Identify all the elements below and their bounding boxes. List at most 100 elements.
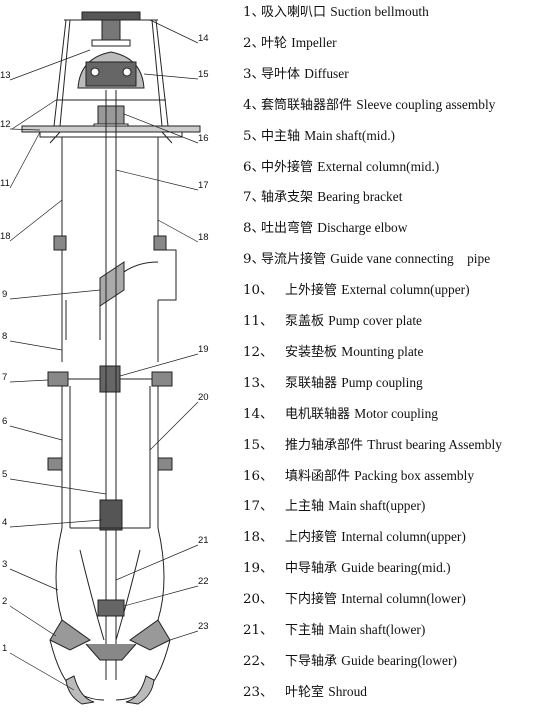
callout-7: 7 — [2, 372, 7, 383]
legend-english-name: Bearing bracket — [317, 189, 403, 205]
legend-item: 23、叶轮室 Shroud — [243, 684, 367, 701]
legend-english-name: Shroud — [328, 683, 367, 699]
legend-chinese-name: 叶轮 — [261, 35, 288, 51]
legend-chinese-name: 下内接管 — [285, 592, 338, 608]
legend-item: 4、套筒联轴器部件 Sleeve coupling assembly — [243, 97, 495, 114]
legend-english-name: Thrust bearing Assembly — [367, 436, 502, 452]
legend-number: 9、 — [243, 252, 265, 268]
legend-chinese-name: 泵联轴器 — [285, 375, 338, 391]
callout-18-left: 18 — [0, 231, 11, 242]
legend-item: 18、上内接管 Internal column(upper) — [243, 529, 466, 546]
callout-1: 1 — [2, 643, 7, 654]
legend-item: 17、上主轴 Main shaft(upper) — [243, 498, 425, 515]
legend-chinese-name: 轴承支架 — [261, 190, 314, 206]
legend-chinese-name: 填料函部件 — [285, 468, 351, 484]
legend-english-name: Pump cover plate — [328, 313, 422, 328]
legend-item: 8、吐出弯管 Discharge elbow — [243, 220, 407, 237]
legend-item: 6、中外接管 External column(mid.) — [243, 159, 439, 176]
legend-item: 14、电机联轴器 Motor coupling — [243, 406, 438, 423]
callout-2: 2 — [2, 596, 7, 607]
legend-english-name: Internal column(upper) — [341, 529, 466, 545]
legend-item: 12、安装垫板 Mounting plate — [243, 344, 423, 361]
legend-item: 19、中导轴承 Guide bearing(mid.) — [243, 560, 451, 577]
legend-number: 11、 — [243, 314, 274, 329]
callout-16: 16 — [198, 133, 209, 144]
legend-item: 1、吸入喇叭口 Suction bellmouth — [243, 4, 429, 21]
legend-english-name: Packing box assembly — [354, 467, 475, 483]
legend-number: 3、 — [243, 66, 265, 82]
legend-number: 18、 — [243, 530, 274, 546]
legend-item: 7、轴承支架 Bearing bracket — [243, 189, 402, 206]
callout-19: 19 — [198, 344, 209, 355]
legend-item: 5、中主轴 Main shaft(mid.) — [243, 128, 395, 145]
legend-number: 2、 — [243, 35, 265, 51]
legend-item: 13、泵联轴器 Pump coupling — [243, 375, 423, 392]
callout-22: 22 — [198, 576, 209, 587]
pump-sectional-drawing: 1 2 3 4 5 6 7 8 9 18 11 12 13 14 15 16 1… — [0, 11, 209, 705]
bearing-bracket — [47, 365, 173, 393]
legend-chinese-name: 泵盖板 — [285, 314, 325, 329]
external-column-mid — [47, 386, 173, 528]
legend-number: 7、 — [243, 190, 265, 206]
legend-number: 14、 — [243, 406, 274, 422]
legend-chinese-name: 上内接管 — [285, 530, 338, 546]
legend-chinese-name: 中外接管 — [261, 159, 314, 175]
legend-chinese-name: 吐出弯管 — [261, 221, 314, 237]
legend-item: 9、导流片接管 Guide vane connecting pipe — [243, 251, 490, 268]
callout-6: 6 — [2, 416, 7, 427]
legend-chinese-name: 导叶体 — [261, 66, 301, 82]
legend-english-name: Discharge elbow — [317, 220, 408, 236]
legend-number: 23、 — [243, 684, 274, 700]
callout-14: 14 — [198, 33, 209, 44]
legend-chinese-name: 电机联轴器 — [285, 406, 351, 422]
legend-number: 21、 — [243, 623, 274, 638]
callout-23: 23 — [198, 621, 209, 632]
callout-11: 11 — [0, 178, 10, 189]
diffuser — [55, 527, 165, 641]
legend-chinese-name: 推力轴承部件 — [285, 437, 364, 453]
legend-chinese-name: 下主轴 — [285, 623, 325, 638]
callout-4: 4 — [2, 517, 7, 528]
legend-number: 22、 — [243, 653, 274, 669]
callout-9: 9 — [2, 289, 7, 300]
legend-english-name: Main shaft(lower) — [328, 622, 426, 637]
sleeve-coupling — [70, 499, 150, 531]
legend-item: 2、叶轮 Impeller — [243, 35, 337, 52]
external-column-upper — [53, 137, 167, 251]
legend-english-name: Diffuser — [304, 65, 349, 81]
legend-number: 5、 — [243, 128, 265, 144]
legend-english-name: Impeller — [291, 34, 337, 50]
callout-21: 21 — [198, 535, 209, 546]
legend-item: 20、下内接管 Internal column(lower) — [243, 591, 466, 608]
legend-number: 12、 — [243, 344, 274, 360]
parts-legend: 1、吸入喇叭口 Suction bellmouth 2、叶轮 Impeller 3、… — [243, 0, 558, 722]
legend-number: 8、 — [243, 221, 265, 237]
leader-lines — [9, 19, 199, 691]
legend-item: 11、泵盖板 Pump cover plate — [243, 313, 422, 330]
legend-english-name: Sleeve coupling assembly — [356, 96, 496, 112]
legend-item: 3、导叶体 Diffuser — [243, 66, 349, 83]
callout-20: 20 — [198, 392, 209, 403]
legend-number: 16、 — [243, 468, 274, 484]
pump-cover-plate — [21, 125, 201, 144]
legend-chinese-name: 上主轴 — [285, 499, 325, 515]
legend-number: 6、 — [243, 159, 265, 175]
callout-17: 17 — [198, 180, 209, 191]
callout-13: 13 — [0, 70, 11, 81]
legend-english-name: Guide bearing(lower) — [341, 652, 457, 668]
impeller-shroud — [49, 619, 171, 661]
legend-chinese-name: 中主轴 — [261, 128, 301, 144]
legend-chinese-name: 叶轮室 — [285, 684, 325, 700]
motor-stand — [53, 11, 169, 127]
legend-number: 1、 — [243, 5, 265, 20]
guide-vane-pipe — [99, 261, 125, 307]
legend-english-name: External column(upper) — [341, 282, 470, 298]
legend-english-name: Guide vane connecting pipe — [330, 251, 491, 267]
legend-chinese-name: 吸入喇叭口 — [261, 5, 327, 20]
legend-chinese-name: 安装垫板 — [285, 344, 338, 360]
legend-english-name: Suction bellmouth — [330, 4, 429, 19]
callout-12: 12 — [0, 119, 11, 130]
legend-number: 15、 — [243, 437, 274, 453]
legend-number: 10、 — [243, 283, 274, 299]
legend-chinese-name: 下导轴承 — [285, 653, 338, 669]
